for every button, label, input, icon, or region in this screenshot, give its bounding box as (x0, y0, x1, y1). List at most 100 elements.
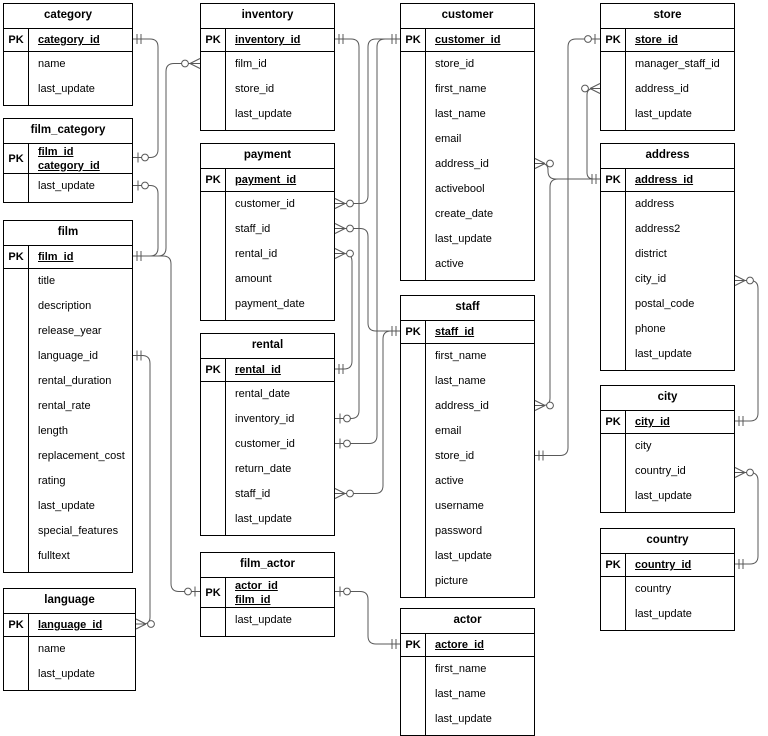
entity-title-film_category: film_category (4, 119, 132, 144)
field-staff-active: active (435, 475, 464, 487)
relationship-address-city_id-to-city-to-marker-one (738, 416, 744, 426)
entity-title-film_actor: film_actor (201, 553, 334, 578)
pk-field-payment_id: payment_id (235, 174, 297, 186)
relationship-payment-staff_id-to-staff-to-marker-one (391, 326, 397, 336)
pk-field-film_id: film_id (38, 251, 74, 263)
field-staff-username: username (435, 500, 484, 512)
pk-column-divider (225, 28, 226, 130)
field-staff-email: email (435, 425, 462, 437)
field-film-rating: rating (38, 475, 66, 487)
relationship-city-country_id-to-country-from-marker-zero-many (734, 467, 754, 478)
relationship-film-film_id-to-film_actor-to-marker-zero-one (184, 586, 196, 597)
pk-row-film: PK film_id (4, 246, 132, 269)
field-film_actor-last_update: last_update (235, 614, 292, 626)
pk-field-rental_id: rental_id (235, 364, 281, 376)
field-film-release_year: release_year (38, 325, 102, 337)
pk-label: PK (8, 251, 24, 263)
field-payment-staff_id: staff_id (235, 223, 271, 235)
pk-field-film_id: film_id (38, 145, 74, 158)
relationship-film-film_id-to-inventory-to-marker-zero-many (181, 58, 201, 69)
pk-label: PK (605, 174, 621, 186)
field-city-city: city (635, 440, 652, 452)
pk-column-divider (28, 28, 29, 105)
field-film-language_id: language_id (38, 350, 98, 362)
field-film-description: description (38, 300, 92, 312)
pk-field-staff_id: staff_id (435, 326, 475, 338)
pk-label: PK (605, 416, 621, 428)
pk-label: PK (8, 152, 24, 165)
pk-column-divider (425, 633, 426, 735)
field-staff-last_update: last_update (435, 550, 492, 562)
pk-column-divider (625, 410, 626, 512)
relationship-category-category_id-to-film_category (133, 38, 159, 158)
field-language-name: name (38, 643, 66, 655)
field-inventory-film_id: film_id (235, 58, 267, 70)
relationship-staff-address_id-to-address (535, 178, 600, 406)
pk-label: PK (605, 559, 621, 571)
field-address-postal_code: postal_code (635, 298, 695, 310)
field-customer-first_name: first_name (435, 83, 487, 95)
field-customer-active: active (435, 258, 464, 270)
relationship-film_actor-pk-to-actor-from-marker-zero-one (339, 586, 351, 597)
field-store-manager_staff_id: manager_staff_id (635, 58, 720, 70)
pk-label: PK (205, 174, 221, 186)
field-staff-last_name: last_name (435, 375, 486, 387)
field-address-district: district (635, 248, 667, 260)
pk-field-category_id: category_id (38, 159, 100, 172)
entity-title-staff: staff (401, 296, 534, 321)
field-city-country_id: country_id (635, 465, 686, 477)
relationship-film-language_id-to-language-from-marker-one (136, 350, 142, 361)
pk-field-store_id: store_id (635, 34, 678, 46)
field-country-last_update: last_update (635, 608, 692, 620)
relationship-rental-inventory_id-to-inventory-from-marker-zero-one (339, 413, 351, 424)
relationship-film-language_id-to-language (133, 355, 151, 625)
pk-row-payment: PK payment_id (201, 169, 334, 192)
relationship-payment-staff_id-to-staff-from-marker-zero-many (334, 223, 354, 234)
entity-title-rental: rental (201, 334, 334, 359)
pk-field-country_id: country_id (635, 559, 692, 571)
field-film-title: title (38, 275, 56, 287)
entity-title-payment: payment (201, 144, 334, 169)
field-staff-password: password (435, 525, 483, 537)
pk-field-actore_id: actore_id (435, 639, 484, 651)
pk-column-divider (225, 577, 226, 636)
entity-title-store: store (601, 4, 734, 29)
field-customer-create_date: create_date (435, 208, 494, 220)
relationship-store-address_id-to-address-from-marker-zero-many (581, 83, 601, 94)
field-film-replacement_cost: replacement_cost (38, 450, 125, 462)
relationship-category-category_id-to-film_category-to-marker-zero-one (137, 152, 149, 163)
relationship-staff-store_id-to-store-from-marker-one (538, 450, 544, 461)
relationship-store-address_id-to-address (586, 88, 600, 180)
field-actor-first_name: first_name (435, 663, 487, 675)
field-address-phone: phone (635, 323, 666, 335)
pk-column-divider (28, 143, 29, 202)
field-customer-last_update: last_update (435, 233, 492, 245)
relationship-rental-staff_id-to-staff (335, 330, 400, 494)
pk-column-divider (225, 168, 226, 320)
field-address-last_update: last_update (635, 348, 692, 360)
relationship-customer-address_id-to-address-to-marker-one (591, 174, 597, 184)
relationship-city-country_id-to-country (735, 472, 759, 565)
